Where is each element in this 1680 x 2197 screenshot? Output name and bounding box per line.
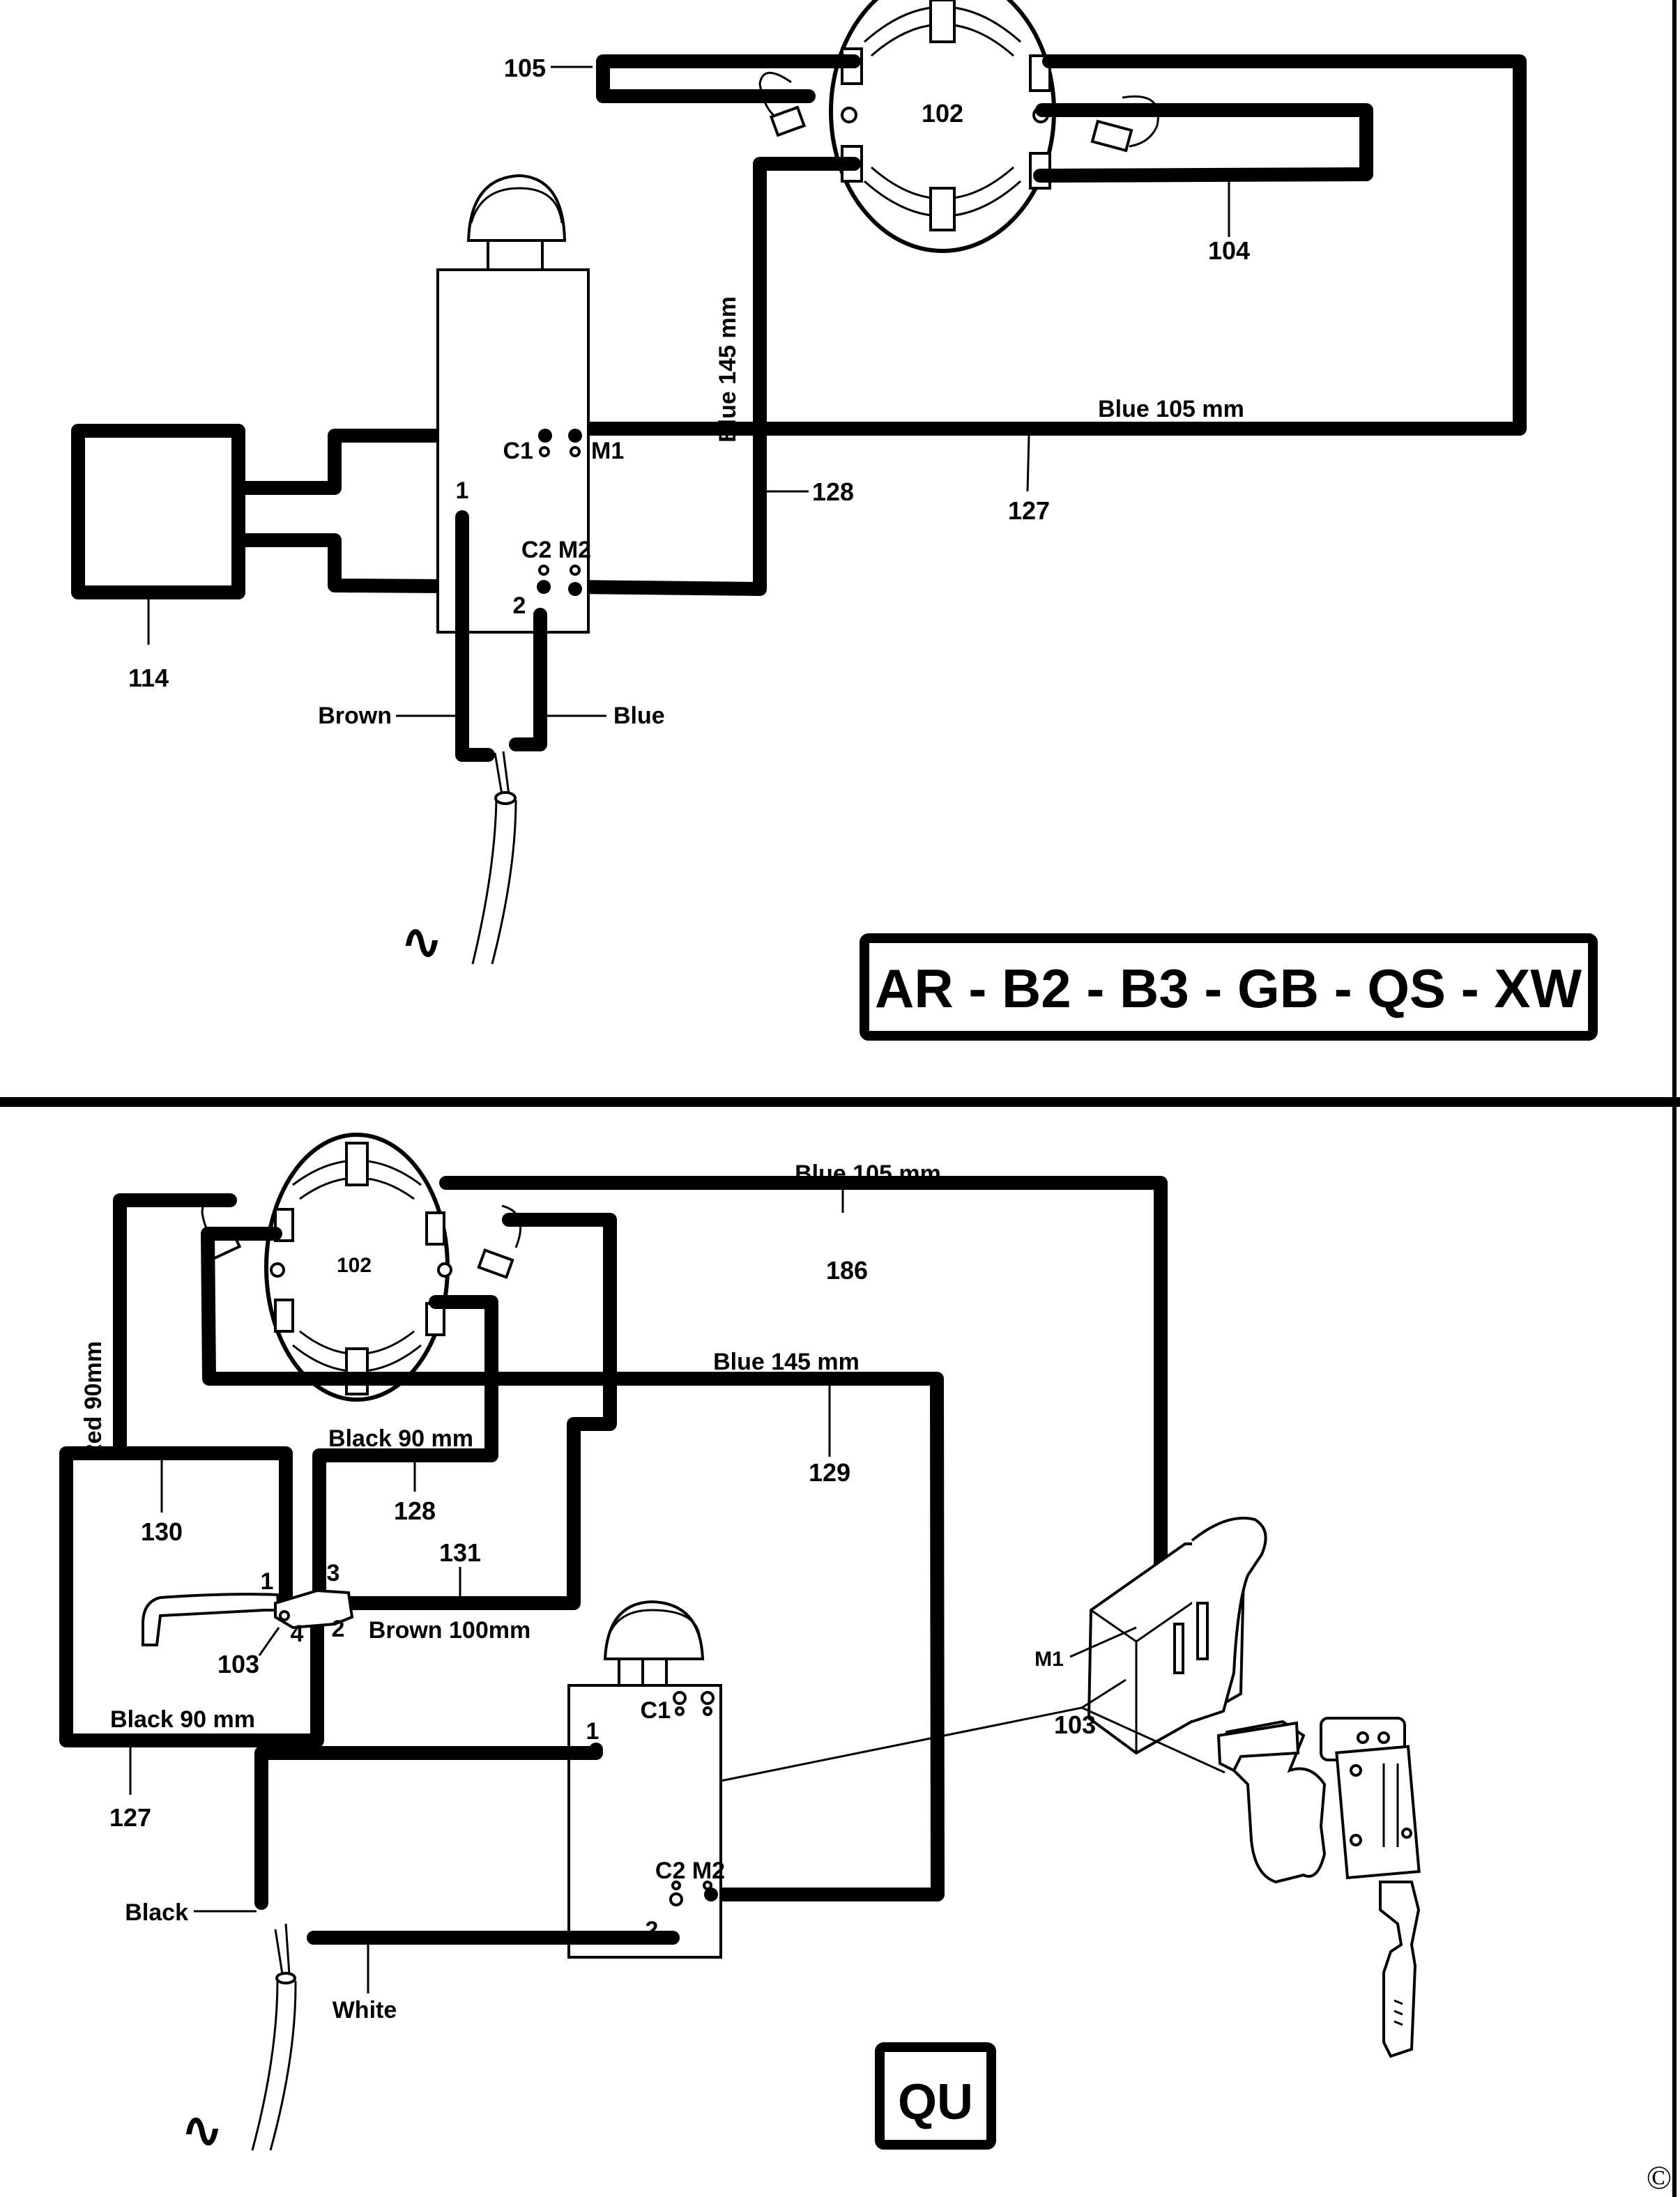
terminal-label-m1: M1: [1034, 1648, 1064, 1671]
part-label-114: 114: [128, 664, 169, 692]
wire-104: [1033, 103, 1373, 183]
field-coil-label: 102: [922, 99, 963, 128]
switch-terminal-c2-m2-bottom: C2 M2: [655, 1858, 725, 1884]
wire-127-blue-105: [561, 54, 1527, 436]
region-code-box-bottom: [875, 2042, 996, 2150]
trigger-assembly-illustration: [1216, 1717, 1421, 2058]
brush-holder-right: [1090, 95, 1159, 153]
part-label-130: 130: [141, 1517, 183, 1546]
leaders-103: [720, 1678, 1225, 1782]
wire-label-blue-145: Blue 145 mm: [715, 296, 741, 443]
copyright-icon: ©: [1647, 2159, 1672, 2196]
part-label-186: 186: [826, 1256, 868, 1285]
part-label-128: 128: [812, 477, 854, 506]
part-label-127: 127: [1008, 496, 1050, 525]
wire-label-blue-145-bottom: Blue 145 mm: [713, 1349, 860, 1375]
component-114: [71, 424, 245, 599]
part-label-127-bottom: 127: [109, 1803, 151, 1832]
wire-label-blue: Blue: [613, 703, 665, 729]
reverser-terminal-2: 2: [332, 1616, 345, 1642]
wire-label-brown: Brown: [318, 703, 392, 729]
leader-m1: [1069, 1626, 1137, 1658]
switch-module-103: [1087, 1517, 1267, 1755]
part-label-131: 131: [439, 1538, 481, 1567]
main-switch-top: C1 M1 1 C2 M2 2: [436, 174, 624, 634]
terminal-1: 1: [456, 477, 469, 504]
brush-holder-left: [758, 72, 807, 137]
leader-103a: [258, 1627, 280, 1656]
switch-terminal-1-bottom: 1: [586, 1718, 600, 1745]
wire-black-mains: [254, 1746, 603, 1910]
wire-label-black-90-top: Black 90 mm: [328, 1425, 473, 1452]
wire-label-black: Black: [125, 1899, 188, 1926]
switch-trigger: [466, 174, 567, 242]
top-diagram: 102 105 104 Blue 105 mm 127 Blue 145 mm …: [71, 0, 1598, 1041]
field-coil-102-bottom: 102: [264, 1133, 452, 1402]
mains-cable-bottom: [251, 1923, 297, 2151]
switch-terminal-c1-bottom: C1: [641, 1697, 671, 1724]
part-label-128-bottom: 128: [394, 1496, 436, 1525]
terminal-2: 2: [513, 592, 526, 619]
mains-cable-top: [471, 751, 517, 965]
wire-186-blue-105: [439, 1176, 1168, 1641]
wire-label-blue-105-bottom: Blue 105 mm: [795, 1161, 941, 1187]
terminal-m1: M1: [591, 438, 624, 464]
wire-128-black-90: [312, 1295, 498, 1610]
part-label-105: 105: [504, 54, 546, 82]
wire-131-brown-100: [335, 1213, 617, 1610]
part-label-104: 104: [1208, 236, 1250, 265]
ac-symbol-icon: ∿: [402, 914, 443, 969]
wire-127-black-90: [59, 1446, 324, 1747]
field-coil-label-bottom: 102: [337, 1254, 372, 1277]
region-code-box: [860, 933, 1598, 1041]
leader-127: [1026, 435, 1030, 492]
wire-label-red-90: Red 90mm: [80, 1341, 107, 1461]
reverser-lever-103: 1 3 4 2: [142, 1560, 354, 1647]
part-label-129: 129: [809, 1458, 850, 1487]
bottom-diagram: 102 Blue 105 mm 186 Blue 145 mm 129 Red …: [59, 1133, 1421, 2157]
wire-105: [596, 54, 861, 103]
field-coil-102: 102: [829, 0, 1056, 253]
reverser-terminal-4: 4: [291, 1621, 304, 1647]
reverser-terminal-3: 3: [327, 1560, 340, 1586]
reverser-terminal-1: 1: [261, 1568, 274, 1595]
part-label-103-module: 103: [1054, 1710, 1096, 1739]
wire-label-blue-105: Blue 105 mm: [1098, 396, 1244, 422]
wire-label-white: White: [333, 1997, 397, 2023]
wire-label-black-90-bottom: Black 90 mm: [110, 1706, 255, 1733]
terminal-c2-m2: C2 M2: [521, 537, 591, 563]
wire-label-brown-100: Brown 100mm: [369, 1617, 530, 1644]
wire-128-blue-145: [566, 157, 861, 596]
wire-blue: [509, 610, 547, 751]
wire-129-blue-145: [201, 1227, 945, 1901]
terminal-c1: C1: [503, 438, 533, 464]
part-label-103-reverser: 103: [217, 1650, 259, 1678]
region-codes-top: AR - B2 - B3 - GB - QS - XW: [875, 958, 1582, 1019]
wire-brown: [455, 512, 495, 762]
section-divider: [0, 1097, 1680, 1107]
ac-symbol-icon-bottom: ∿: [182, 2103, 223, 2157]
main-switch-bottom: C1 1 C2 M2 2: [567, 1600, 725, 1959]
region-codes-bottom: QU: [898, 2074, 973, 2130]
